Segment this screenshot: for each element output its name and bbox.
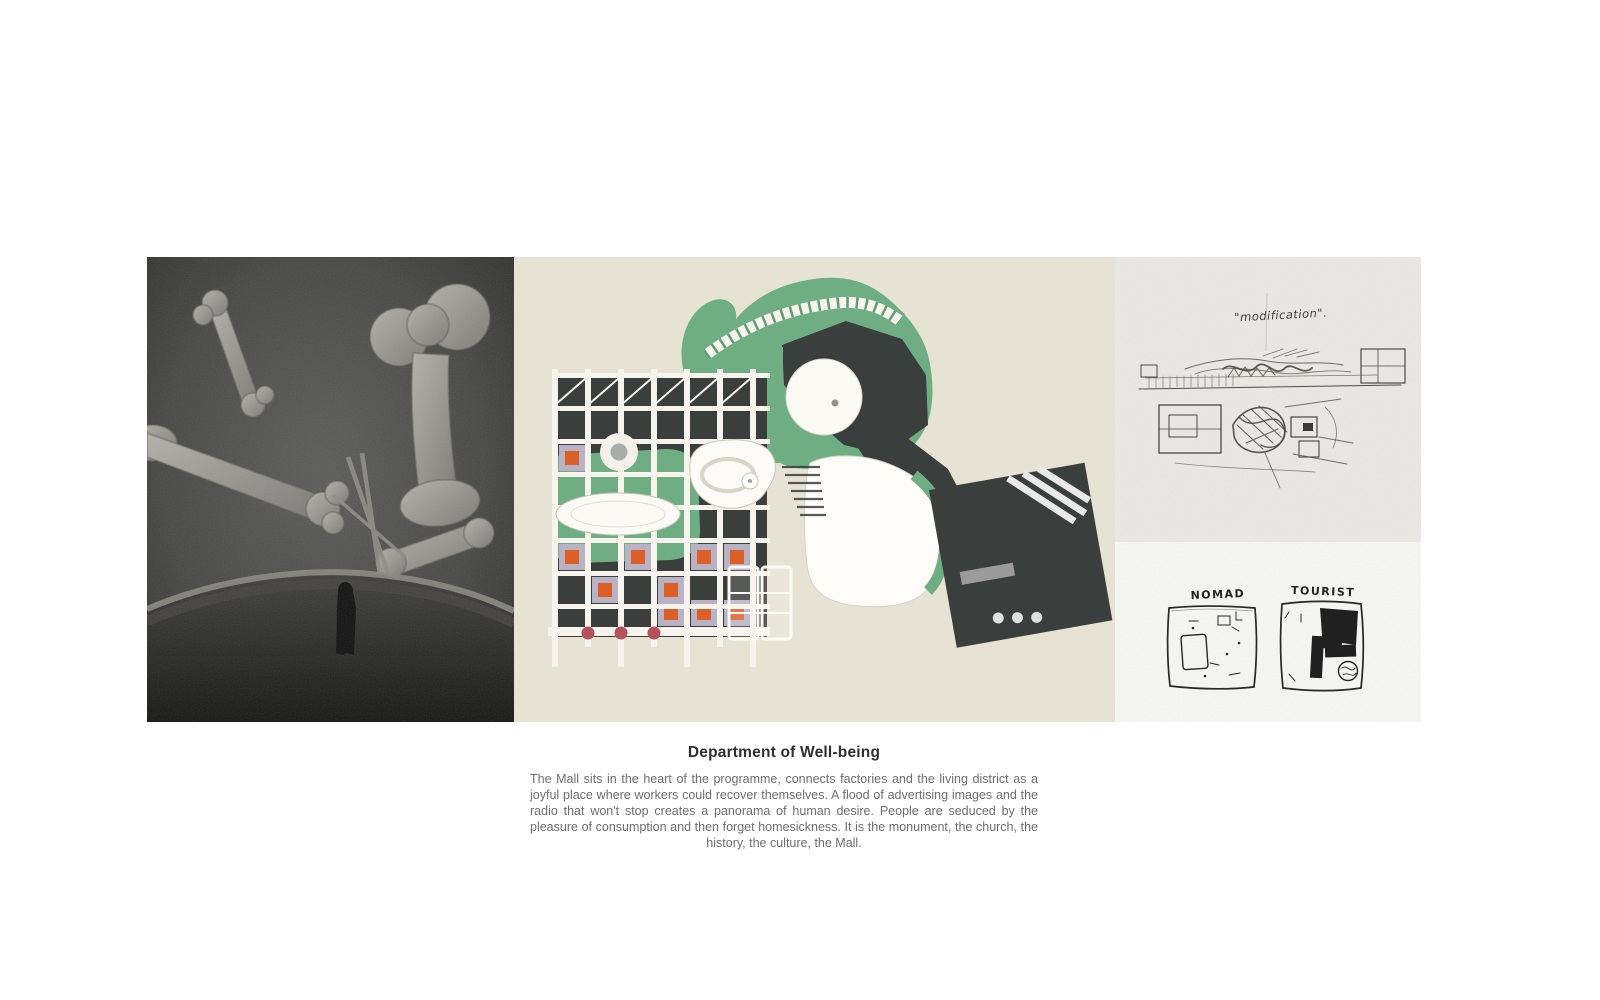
- figure-mall-plan: [514, 257, 1115, 722]
- caption-body: The Mall sits in the heart of the progra…: [530, 772, 1038, 850]
- paper-grain: [1115, 257, 1421, 542]
- ring-court: [600, 433, 638, 471]
- stairs: [782, 465, 826, 517]
- curved-railing: [700, 293, 906, 362]
- rotunda-circle: [785, 358, 863, 436]
- department-store-block: [928, 462, 1113, 648]
- red-markers: [581, 626, 661, 640]
- green-strip: [770, 347, 783, 463]
- outlined-rooms: [727, 565, 793, 641]
- truss-braces: [554, 377, 752, 406]
- white-oval-hall: [555, 492, 681, 536]
- page-title: Department of Well-being: [687, 744, 881, 761]
- caption-block: Department of Well-being The Mall sits i…: [147, 744, 1421, 852]
- sketch-column: "modification".: [1115, 257, 1421, 722]
- white-hall-blob: [804, 455, 951, 608]
- mall-plan-art: [514, 257, 1115, 722]
- paper-grain-light: [1115, 542, 1421, 722]
- figure-band: "modification".: [147, 257, 1421, 722]
- figure-modification-sketch: "modification".: [1115, 257, 1421, 542]
- organic-pavilion: [689, 439, 776, 509]
- modification-sketch-art: "modification".: [1115, 257, 1421, 542]
- pencil-grain: [147, 257, 514, 722]
- nomad-tourist-art: NOMAD TOURIST: [1115, 542, 1421, 722]
- figure-bone-drawing: [147, 257, 514, 722]
- figure-nomad-tourist-sketch: NOMAD TOURIST: [1115, 542, 1421, 722]
- bone-drawing-art: [147, 257, 514, 722]
